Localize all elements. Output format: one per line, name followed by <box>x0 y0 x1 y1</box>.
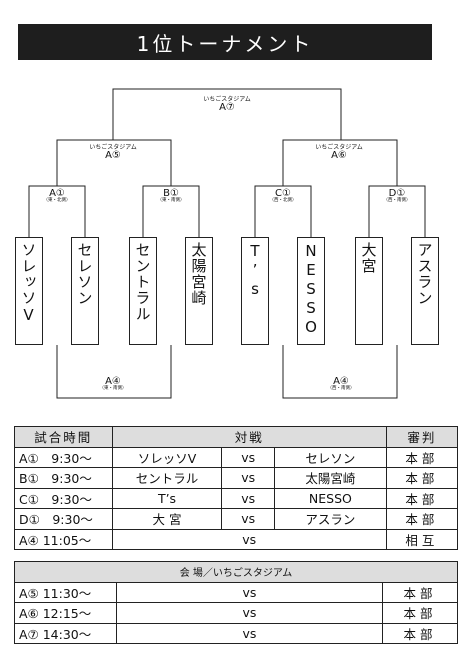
row-ref: 本部 <box>385 446 458 468</box>
semi-left-line <box>56 139 172 186</box>
semi-left-code: A⑤ <box>105 150 121 161</box>
row-vs: vs <box>221 508 275 530</box>
row-vs: vs <box>116 581 383 603</box>
qf-c-label: C① （西・北側） <box>258 189 308 204</box>
row-ref: 本部 <box>385 487 458 509</box>
semi-right-label: いちごスタジアム A⑥ <box>299 145 379 161</box>
team-box: T’s <box>241 237 269 345</box>
venue-header-row: 会 場／いちごスタジアム <box>14 561 458 583</box>
qf-d-line <box>368 185 426 237</box>
team-box: NESSO <box>297 237 325 345</box>
lower-left-sub: （東・南側） <box>99 386 127 391</box>
table-row: B① 9:30～ セントラル vs 太陽宮崎 本部 <box>14 467 458 489</box>
team-box: セレソン <box>71 237 99 345</box>
row-ref: 本部 <box>385 508 458 530</box>
row-vs: vs <box>221 467 275 489</box>
qf-a-line <box>28 185 86 237</box>
table-row: A① 9:30～ ソレッソV vs セレソン 本部 <box>14 446 458 468</box>
lower-left-label: A④ （東・南側） <box>88 377 138 392</box>
venue-header: 会 場／いちごスタジアム <box>14 561 458 583</box>
table-row: A⑤ 11:30～ vs 本部 <box>14 581 458 603</box>
row-team1: 大 宮 <box>111 508 223 530</box>
final-code: A⑦ <box>219 102 235 113</box>
lower-right-line <box>282 345 398 399</box>
lower-right-code: A④ <box>333 376 349 387</box>
row-vs: vs <box>111 528 387 550</box>
qf-b-label: B① （東・南側） <box>146 189 196 204</box>
row-team1: ソレッソV <box>111 446 223 468</box>
tournament-bracket <box>28 88 426 399</box>
team-box: ソレッソV <box>15 237 43 345</box>
row-time: A⑥ 12:15～ <box>14 602 117 624</box>
table-row: A⑥ 12:15～ vs 本部 <box>14 602 458 624</box>
row-vs: vs <box>221 487 275 509</box>
row-team2: NESSO <box>273 487 387 509</box>
lower-left-code: A④ <box>105 376 121 387</box>
page-title: 1位トーナメント <box>18 24 432 60</box>
header-match: 対戦 <box>111 426 387 448</box>
team-box: 太陽宮崎 <box>185 237 213 345</box>
qf-c-sub: （西・北側） <box>269 198 297 203</box>
row-ref: 本部 <box>385 467 458 489</box>
row-vs: vs <box>116 622 383 644</box>
row-ref: 本部 <box>382 622 458 644</box>
table-row: C① 9:30～ T’s vs NESSO 本部 <box>14 487 458 509</box>
row-time: A④ 11:05～ <box>14 528 113 550</box>
row-ref: 本部 <box>382 602 458 624</box>
qf-a-sub: （東・北側） <box>43 198 71 203</box>
row-time: D① 9:30～ <box>14 508 113 530</box>
row-ref: 相互 <box>385 528 458 550</box>
row-vs: vs <box>116 602 383 624</box>
row-time: A⑦ 14:30～ <box>14 622 117 644</box>
row-team1: セントラル <box>111 467 223 489</box>
semi-right-venue: いちごスタジアム <box>315 144 363 151</box>
final-bracket-line <box>112 88 342 140</box>
row-team1: T’s <box>111 487 223 509</box>
lower-right-sub: （西・南側） <box>327 386 355 391</box>
semi-right-code: A⑥ <box>331 150 347 161</box>
final-label: いちごスタジアム A⑦ <box>187 97 267 113</box>
header-time: 試合時間 <box>14 426 113 448</box>
row-team2: アスラン <box>273 508 387 530</box>
qf-b-sub: （東・南側） <box>157 198 185 203</box>
row-team2: 太陽宮崎 <box>273 467 387 489</box>
table-row: A④ 11:05～ vs 相互 <box>14 528 458 550</box>
semi-left-venue: いちごスタジアム <box>89 144 137 151</box>
qf-a-label: A① （東・北側） <box>32 189 82 204</box>
row-vs: vs <box>221 446 275 468</box>
semi-left-label: いちごスタジアム A⑤ <box>73 145 153 161</box>
header-ref: 審判 <box>385 426 458 448</box>
qf-b-line <box>142 185 200 237</box>
venue-schedule-table: 会 場／いちごスタジアム A⑤ 11:30～ vs 本部 A⑥ 12:15～ v… <box>14 561 458 644</box>
qf-d-sub: （西・南側） <box>383 198 411 203</box>
qf-d-label: D① （西・南側） <box>372 189 422 204</box>
table-header-row: 試合時間 対戦 審判 <box>14 426 458 448</box>
semi-right-line <box>282 139 398 186</box>
row-ref: 本部 <box>382 581 458 603</box>
table-row: A⑦ 14:30～ vs 本部 <box>14 622 458 644</box>
lower-right-label: A④ （西・南側） <box>316 377 366 392</box>
qf-d-code: D① <box>388 188 406 199</box>
team-box: セントラル <box>129 237 157 345</box>
qf-c-line <box>254 185 312 237</box>
final-venue: いちごスタジアム <box>203 96 251 103</box>
row-time: C① 9:30～ <box>14 487 113 509</box>
row-time: A① 9:30～ <box>14 446 113 468</box>
row-time: A⑤ 11:30～ <box>14 581 117 603</box>
qf-a-code: A① <box>49 188 65 199</box>
row-time: B① 9:30～ <box>14 467 113 489</box>
lower-left-line <box>56 345 172 399</box>
row-team2: セレソン <box>273 446 387 468</box>
schedule-table: 試合時間 対戦 審判 A① 9:30～ ソレッソV vs セレソン 本部 B① … <box>14 426 458 550</box>
table-row: D① 9:30～ 大 宮 vs アスラン 本部 <box>14 508 458 530</box>
team-box: アスラン <box>411 237 439 345</box>
qf-c-code: C① <box>275 188 291 199</box>
qf-b-code: B① <box>163 188 179 199</box>
team-box: 大宮 <box>355 237 383 345</box>
